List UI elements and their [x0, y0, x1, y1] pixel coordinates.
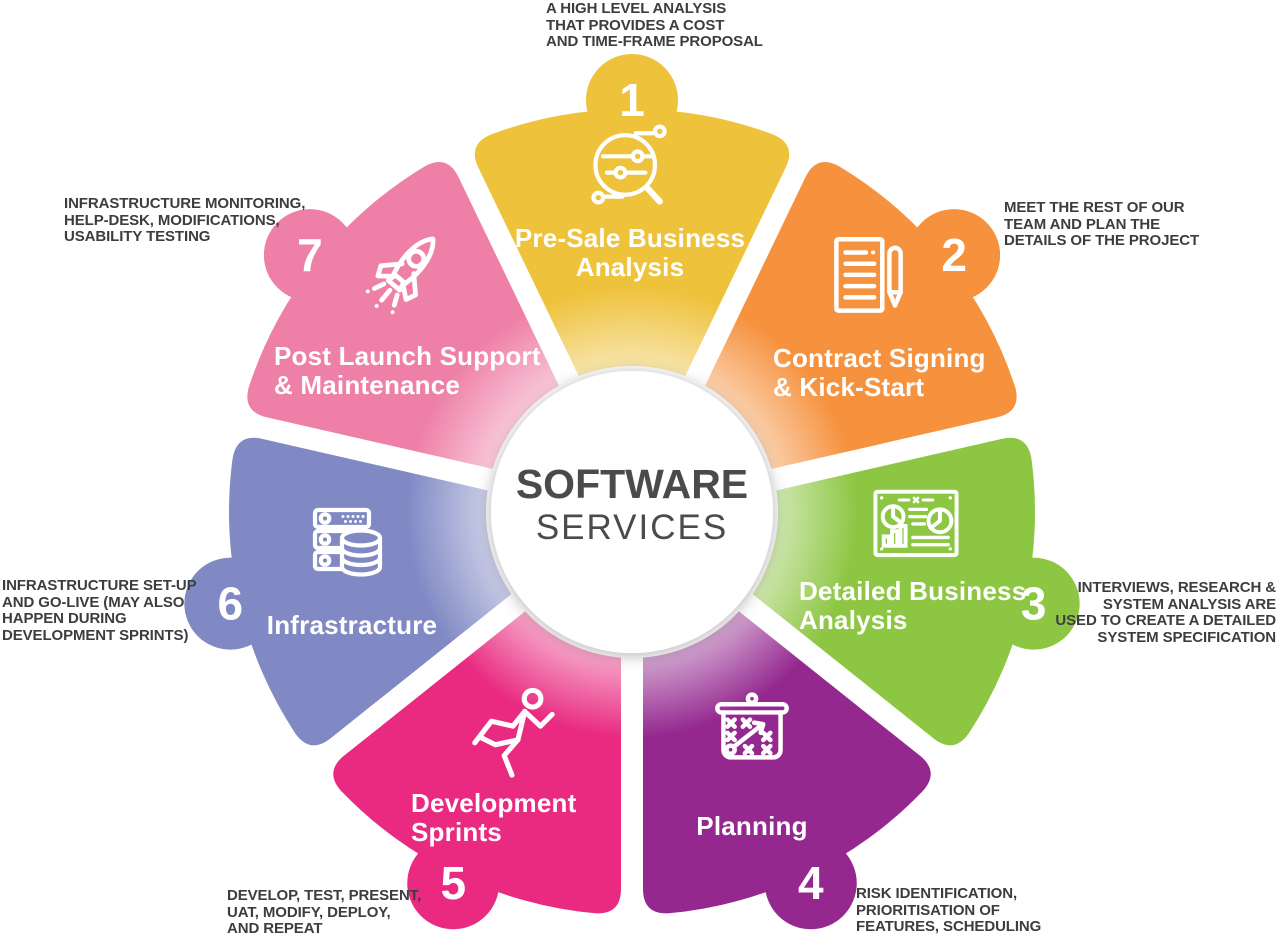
- petal-number: 6: [218, 578, 244, 630]
- petal-description-7: INFRASTRUCTURE MONITORING, HELP-DESK, MO…: [64, 195, 306, 245]
- petal-7: 7: [247, 162, 559, 469]
- petal-number: 3: [1021, 578, 1047, 630]
- center-title-line2: SERVICES: [535, 508, 729, 547]
- petal-5: 5: [333, 611, 621, 930]
- petal-description-4: RISK IDENTIFICATION, PRIORITISATION OF F…: [856, 885, 1042, 935]
- petal-label-1: Pre-Sale Business Analysis: [514, 223, 746, 282]
- petal-description-1: A HIGH LEVEL ANALYSIS THAT PROVIDES A CO…: [546, 0, 763, 50]
- center-circle: [491, 371, 773, 653]
- center-title-line1: SOFTWARE: [515, 461, 749, 507]
- petal-shape: [643, 611, 931, 914]
- center-title: SOFTWARE SERVICES: [457, 461, 807, 549]
- petal-label-6: Infrastracture: [266, 610, 438, 640]
- petal-label-4: Planning: [696, 811, 808, 841]
- petal-2: 2: [705, 162, 1017, 469]
- petal-label-7: Post Launch Support & Maintenance: [274, 341, 541, 400]
- petal-shape: [247, 162, 559, 469]
- petal-4: 4: [643, 611, 931, 930]
- petal-description-5: DEVELOP, TEST, PRESENT, UAT, MODIFY, DEP…: [227, 887, 422, 937]
- petal-number: 5: [440, 857, 466, 909]
- petal-shape: [333, 611, 621, 914]
- petal-label-3: Detailed Business Analysis: [799, 576, 1027, 635]
- petal-description-3: INTERVIEWS, RESEARCH & SYSTEM ANALYSIS A…: [1055, 579, 1276, 646]
- petal-shape: [752, 437, 1035, 746]
- petal-3: 3: [752, 437, 1080, 746]
- petal-shape: [705, 162, 1017, 469]
- petal-label-2: Contract Signing & Kick-Start: [773, 343, 986, 402]
- petal-1: 1: [474, 54, 790, 377]
- petal-description-6: INFRASTRUCTURE SET-UP AND GO-LIVE (MAY A…: [2, 577, 197, 644]
- petal-number: 1: [619, 74, 645, 126]
- petal-shape: [229, 437, 512, 746]
- petal-number: 2: [941, 229, 967, 281]
- petal-6: 6: [184, 437, 512, 746]
- petal-label-5: Development Sprints: [411, 788, 577, 847]
- petal-number: 7: [297, 229, 323, 281]
- petal-number: 4: [798, 857, 824, 909]
- petal-description-2: MEET THE REST OF OUR TEAM AND PLAN THE D…: [1004, 199, 1200, 249]
- petal-shape: [474, 109, 790, 377]
